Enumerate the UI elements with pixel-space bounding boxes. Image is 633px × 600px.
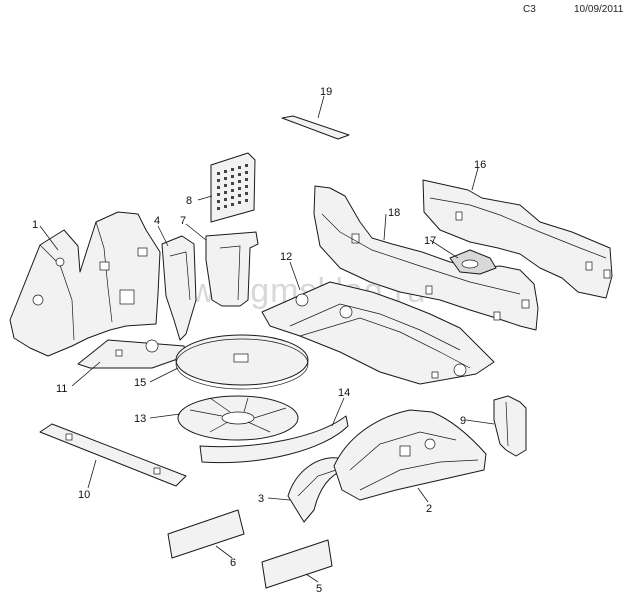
part-14-curved-strip [199,415,349,464]
part-4-vertical-panel [161,235,197,341]
callout-8: 8 [186,195,192,207]
part-12-floor-mat [261,281,495,385]
callout-5: 5 [316,583,322,595]
part-10-long-strip [39,423,187,487]
callout-18: 18 [388,207,400,219]
part-6-flat-sheet [167,509,245,559]
part-7-bracket-panel [205,231,259,307]
callout-6: 6 [230,557,236,569]
part-18-side-panel [313,185,539,331]
callout-10: 10 [78,489,90,501]
callout-11: 11 [56,383,67,395]
callout-13: 13 [134,413,146,425]
part-2-wheel-arch-large [333,409,487,501]
callout-4: 4 [154,215,160,227]
part-13-spoked-cover [177,395,299,441]
part-5-flat-sheet [261,539,333,589]
part-9-vertical-bracket [493,395,527,457]
callout-16: 16 [474,159,486,171]
callout-15: 15 [134,377,146,389]
sheet-code: C3 [523,4,536,15]
callout-14: 14 [338,387,350,399]
callout-7: 7 [180,215,186,227]
callout-3: 3 [258,493,264,505]
callout-17: 17 [424,235,436,247]
part-8-perforated-panel [210,152,256,223]
callout-1: 1 [32,219,38,231]
part-17-bracket [449,249,497,275]
part-19-strip [281,115,350,140]
callout-12: 12 [280,251,292,263]
callout-9: 9 [460,415,466,427]
sheet-date: 10/09/2011 [574,4,624,15]
part-16-rear-panel [422,179,613,299]
part-11-small-mat [77,339,187,369]
part-1-left-trim-assembly [9,211,161,357]
callout-2: 2 [426,503,432,515]
part-15-disc [175,334,309,390]
callout-19: 19 [320,86,332,98]
